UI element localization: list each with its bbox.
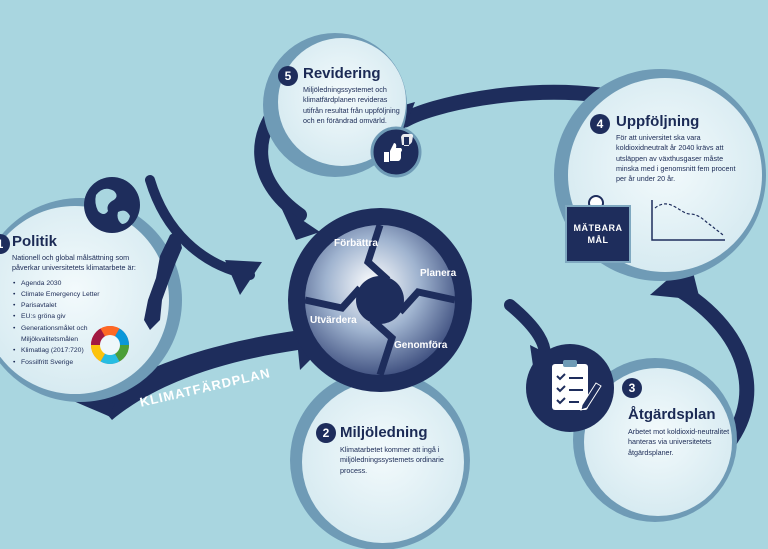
- list-item: Klimatlag (2017:720): [13, 345, 147, 357]
- list-item: Climate Emergency Letter: [13, 289, 147, 301]
- step5-title: Revidering: [303, 65, 381, 82]
- step5-number: 5: [278, 66, 298, 86]
- band-arrow: [95, 312, 340, 420]
- step2-number: 2: [316, 423, 336, 443]
- thumbs-icon: [370, 126, 422, 178]
- step1-number: 1: [0, 234, 10, 254]
- step3-card: Åtgärdsplan Arbetet mot koldioxid-neutra…: [628, 406, 740, 458]
- list-item: EU:s gröna giv: [13, 311, 147, 323]
- badge-line1: MÄTBARA: [573, 223, 623, 233]
- step4-number: 4: [590, 114, 610, 134]
- list-item: Parisavtalet: [13, 300, 147, 312]
- step1-card: Politik Nationell och global målsättning…: [12, 233, 147, 368]
- measurable-goals-badge: MÄTBARA MÅL: [565, 205, 631, 263]
- clipboard-icon: [526, 344, 614, 432]
- wheel-label-improve: Förbättra: [334, 238, 378, 249]
- step1-text: Nationell och global målsättning som påv…: [12, 253, 136, 273]
- step4-card: Uppföljning För att universitet ska vara…: [616, 113, 736, 184]
- sweden-map-icon: [144, 230, 182, 330]
- trend-chart-icon: [651, 200, 725, 241]
- step1-title: Politik: [12, 233, 58, 250]
- globe-icon: [84, 177, 140, 233]
- step3-text: Arbetet mot koldioxid-neutralitet hanter…: [628, 427, 730, 457]
- wheel-label-do: Genomföra: [394, 340, 448, 351]
- step1-list: Agenda 2030 Climate Emergency Letter Par…: [12, 278, 147, 369]
- wheel-label-check: Utvärdera: [310, 315, 357, 326]
- list-item: Fossilfritt Sverige: [13, 357, 147, 369]
- step3-number: 3: [622, 378, 642, 398]
- badge-line2: MÅL: [587, 235, 609, 245]
- step2-text: Klimatarbetet kommer att ingå i miljöled…: [340, 445, 444, 475]
- step2-card: Miljöledning Klimatarbetet kommer att in…: [340, 424, 450, 476]
- step3-title: Åtgärdsplan: [628, 406, 716, 423]
- list-item: Agenda 2030: [13, 278, 147, 290]
- pdca-wheel: [288, 208, 472, 392]
- step5-text: Miljöledningssystemet och klimatfärdplan…: [303, 85, 400, 125]
- step2-title: Miljöledning: [340, 424, 428, 441]
- step4-text: För att universitet ska vara koldioxidne…: [616, 133, 736, 184]
- step5-card: Revidering Miljöledningssystemet och kli…: [303, 65, 408, 126]
- step4-title: Uppföljning: [616, 113, 700, 130]
- list-item: Generationsmålet och Miljökvalitetsmålen: [13, 323, 101, 346]
- wheel-label-plan: Planera: [420, 268, 457, 279]
